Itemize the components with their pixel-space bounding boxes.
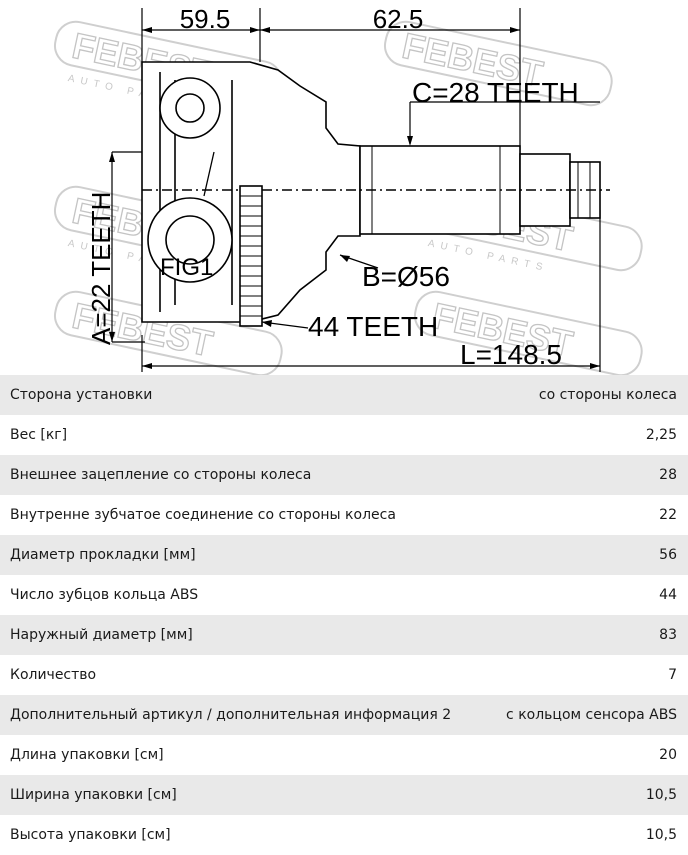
spec-value: 10,5 — [645, 827, 677, 843]
cv-joint-diagram: FEBEST AUTO PARTS FEBEST FEBEST AUTO PAR… — [0, 0, 688, 375]
dim-top-left: 59.5 — [180, 4, 231, 34]
spec-row: Дополнительный артикул / дополнительная … — [0, 695, 688, 735]
spec-key: Наружный диаметр [мм] — [10, 627, 193, 643]
spec-key: Диаметр прокладки [мм] — [10, 547, 196, 563]
spec-value: 56 — [659, 547, 677, 563]
fig-label: FIG1 — [160, 254, 213, 281]
spec-key: Вес [кг] — [10, 427, 68, 443]
cv-joint-drawing — [141, 61, 610, 327]
spec-value: со стороны колеса — [538, 387, 677, 403]
spec-value: 28 — [659, 467, 677, 483]
spec-row: Ширина упаковки [см] 10,5 — [0, 775, 688, 815]
spline-c-label: C=28 TEETH — [412, 77, 579, 108]
leader-arrows — [262, 255, 350, 327]
spec-key: Число зубцов кольца ABS — [10, 587, 199, 603]
spec-row: Сторона установки со стороны колеса — [0, 375, 688, 415]
spec-row: Внутренне зубчатое соединение со стороны… — [0, 495, 688, 535]
spec-value: 44 — [659, 587, 677, 603]
spec-key: Сторона установки — [10, 387, 153, 403]
spec-key: Ширина упаковки [см] — [10, 787, 177, 803]
spec-row: Вес [кг] 2,25 — [0, 415, 688, 455]
spec-value: с кольцом сенсора ABS — [506, 707, 677, 723]
spec-key: Внутренне зубчатое соединение со стороны… — [10, 507, 396, 523]
spec-key: Количество — [10, 667, 97, 683]
spec-key: Длина упаковки [см] — [10, 747, 164, 763]
spec-value: 10,5 — [645, 787, 677, 803]
spec-key: Дополнительный артикул / дополнительная … — [10, 707, 452, 723]
spec-table: Сторона установки со стороны колеса Вес [… — [0, 375, 688, 855]
spec-key: Высота упаковки [см] — [10, 827, 171, 843]
spec-value: 83 — [659, 627, 677, 643]
spec-value: 7 — [668, 667, 677, 683]
spec-row: Диаметр прокладки [мм] 56 — [0, 535, 688, 575]
spec-row: Высота упаковки [см] 10,5 — [0, 815, 688, 855]
spec-row: Число зубцов кольца ABS 44 — [0, 575, 688, 615]
spec-row: Длина упаковки [см] 20 — [0, 735, 688, 775]
spline-a-label: A=22 TEETH — [86, 192, 116, 345]
spec-row: Внешнее зацепление со стороны колеса 28 — [0, 455, 688, 495]
spec-key: Внешнее зацепление со стороны колеса — [10, 467, 312, 483]
spec-value: 2,25 — [645, 427, 677, 443]
spec-value: 20 — [659, 747, 677, 763]
spec-value: 22 — [659, 507, 677, 523]
dimension-arrows — [109, 27, 600, 369]
spec-row: Количество 7 — [0, 655, 688, 695]
abs-teeth-label: 44 TEETH — [308, 311, 438, 342]
length-label: L=148.5 — [460, 339, 562, 370]
spec-row: Наружный диаметр [мм] 83 — [0, 615, 688, 655]
dim-top-right: 62.5 — [373, 4, 424, 34]
seal-diameter-label: B=Ø56 — [362, 261, 450, 292]
